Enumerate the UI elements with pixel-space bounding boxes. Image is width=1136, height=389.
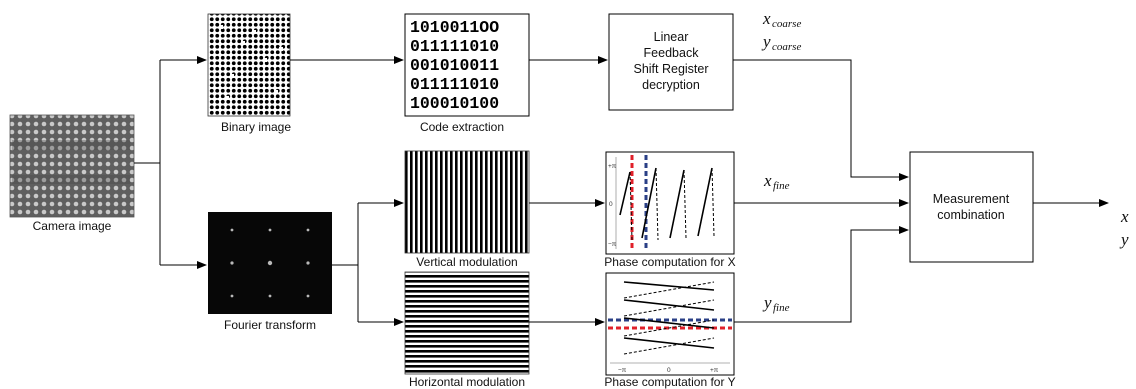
lfsr-decryption-box: Linear Feedback Shift Register decryptio… [608, 13, 734, 111]
label-x-fine: x fine [763, 171, 790, 192]
svg-text:y: y [761, 32, 771, 51]
svg-text:coarse: coarse [772, 18, 801, 30]
connector-lines [134, 56, 1109, 326]
code-row: 1010011OO [410, 18, 499, 37]
code-row: 011111010 [410, 37, 499, 56]
lfsr-label: Feedback [644, 46, 700, 60]
caption-horizontal-modulation: Horizontal modulation [409, 375, 525, 389]
tick-label: 0 [667, 367, 671, 374]
caption-phase-computation-x: Phase computation for X [604, 255, 735, 269]
phase-plot-y: −π 0 +π [605, 272, 735, 376]
svg-text:x: x [762, 9, 771, 28]
caption-phase-computation-y: Phase computation for Y [604, 375, 735, 389]
code-row: 001010011 [410, 56, 499, 75]
caption-code-extraction: Code extraction [420, 120, 504, 134]
caption-vertical-modulation: Vertical modulation [416, 255, 517, 269]
label-y-fine: y fine [762, 293, 790, 314]
tick-label: +π [710, 367, 719, 374]
lfsr-label: Linear [654, 30, 689, 44]
combine-label: combination [937, 208, 1004, 222]
label-x-output: x [1120, 207, 1129, 226]
svg-text:y: y [762, 293, 772, 312]
code-row: 100010100 [410, 94, 499, 113]
caption-camera-image: Camera image [33, 219, 112, 233]
svg-text:fine: fine [773, 180, 790, 192]
svg-text:coarse: coarse [772, 41, 801, 53]
tick-label: −π [608, 241, 617, 248]
lfsr-label: decryption [642, 78, 700, 92]
label-y-coarse: y coarse [761, 32, 801, 53]
label-x-coarse: x coarse [762, 9, 801, 30]
combine-label: Measurement [933, 192, 1010, 206]
horizontal-modulation-image [404, 271, 530, 375]
fourier-transform-image [208, 212, 332, 314]
phase-plot-x: +π 0 −π [605, 151, 735, 255]
label-y-output: y [1119, 230, 1129, 249]
svg-text:fine: fine [773, 302, 790, 314]
code-row: 011111010 [410, 75, 499, 94]
camera-image [9, 114, 135, 218]
tick-label: 0 [609, 201, 613, 208]
code-extraction-grid: 1010011OO 011111010 001010011 011111010 … [404, 13, 530, 117]
measurement-combination-box: Measurement combination [909, 151, 1034, 263]
svg-text:x: x [763, 171, 772, 190]
binary-image [207, 13, 291, 117]
tick-label: −π [618, 367, 627, 374]
tick-label: +π [608, 163, 617, 170]
vertical-modulation-image [404, 150, 530, 254]
caption-fourier-transform: Fourier transform [224, 318, 316, 332]
caption-binary-image: Binary image [221, 120, 291, 134]
lfsr-label: Shift Register [633, 62, 708, 76]
